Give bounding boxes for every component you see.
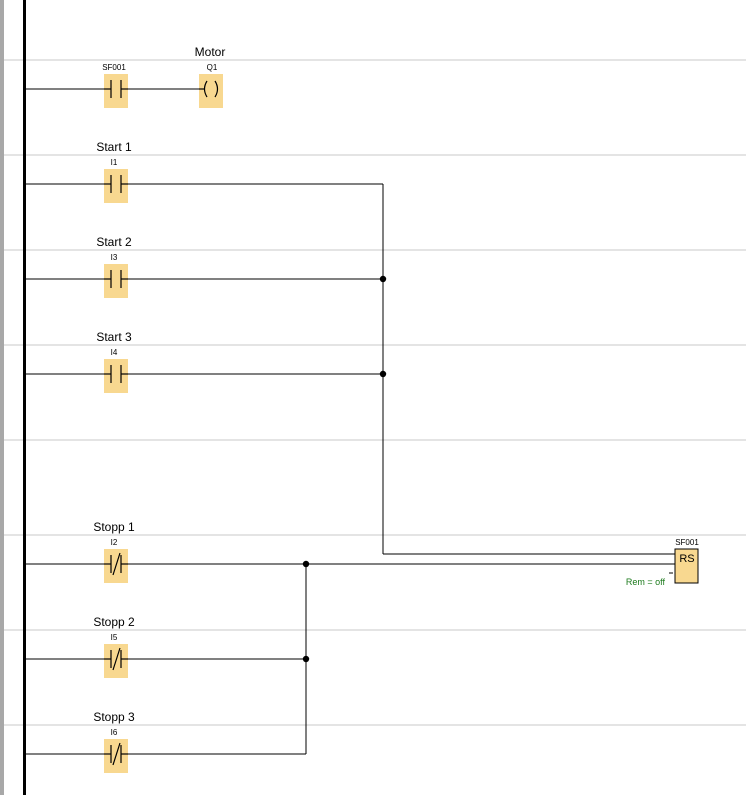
contact-address: I3 <box>111 253 118 262</box>
contact-address: I6 <box>111 728 118 737</box>
no-contact-symbol <box>104 175 128 193</box>
contact-start-1[interactable]: Start 1 I1 <box>96 140 132 203</box>
contact-stopp-1[interactable]: Stopp 1 I2 <box>93 520 135 583</box>
contact-body <box>104 264 128 298</box>
contact-address: I2 <box>111 538 118 547</box>
contact-stopp-2[interactable]: Stopp 2 I5 <box>93 615 135 678</box>
contact-name: Start 2 <box>96 235 132 249</box>
no-contact-symbol <box>104 365 128 383</box>
contact-address: SF001 <box>102 63 126 72</box>
no-contact-symbol <box>104 80 128 98</box>
contact-name: Start 3 <box>96 330 132 344</box>
coil-symbol <box>199 80 219 98</box>
contact-sf001[interactable]: SF001 <box>102 63 128 108</box>
rs-function-block[interactable]: SF001 RS Rem = off <box>626 538 699 587</box>
contact-name: Start 1 <box>96 140 132 154</box>
remanence-label: Rem = off <box>626 577 666 587</box>
contact-start-2[interactable]: Start 2 I3 <box>96 235 132 298</box>
contact-body <box>104 74 128 108</box>
block-address: SF001 <box>675 538 699 547</box>
contact-body <box>104 169 128 203</box>
contact-name: Stopp 3 <box>93 710 135 724</box>
left-margin-bar <box>0 0 4 795</box>
rung-grid <box>4 59 746 726</box>
block-type-label: RS <box>679 553 694 565</box>
contact-address: I5 <box>111 633 118 642</box>
no-contact-symbol <box>104 270 128 288</box>
coil-name: Motor <box>195 45 226 59</box>
contact-start-3[interactable]: Start 3 I4 <box>96 330 132 393</box>
coil-motor[interactable]: Motor Q1 <box>195 45 226 108</box>
contact-address: I4 <box>111 348 118 357</box>
junctions <box>302 275 387 663</box>
nc-contact-symbol <box>104 742 128 766</box>
contact-address: I1 <box>111 158 118 167</box>
contact-name: Stopp 1 <box>93 520 135 534</box>
power-rail <box>23 0 26 795</box>
contact-body <box>104 359 128 393</box>
coil-address: Q1 <box>207 63 218 72</box>
contact-name: Stopp 2 <box>93 615 135 629</box>
block-body <box>674 548 699 584</box>
contact-stopp-3[interactable]: Stopp 3 I6 <box>93 710 135 773</box>
nc-contact-symbol <box>104 647 128 671</box>
nc-contact-symbol <box>104 552 128 576</box>
coil-body <box>199 74 223 108</box>
